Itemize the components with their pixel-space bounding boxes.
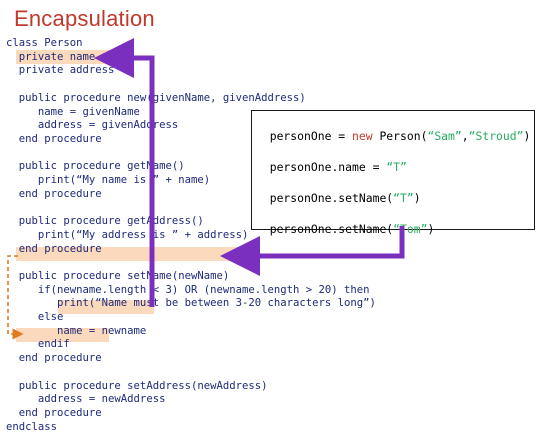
code-line: if(newname.length < 3) OR (newname.lengt…: [6, 283, 370, 296]
example-line-setname-t: personOne.setName(“T”): [269, 191, 421, 205]
example-line-direct-assign: personOne.name = “T”: [269, 160, 407, 174]
purple-arrow-to-private-name: [220, 226, 405, 276]
code-line: public procedure getName(): [6, 160, 185, 173]
code-line: endif: [6, 338, 70, 351]
code-line: end procedure: [6, 242, 102, 255]
code-line: end procedure: [6, 406, 102, 419]
highlight-private-name: [16, 50, 109, 64]
code-line: print(“Name must be between 3-20 charact…: [6, 297, 376, 310]
code-line: else: [6, 311, 64, 323]
code-line: end procedure: [6, 352, 102, 365]
code-line: end procedure: [6, 132, 102, 145]
code-line: name = givenName: [6, 105, 140, 118]
example-usage-box: [251, 110, 535, 230]
highlight-end-procedure: [16, 328, 109, 342]
code-line: name = newname: [6, 324, 147, 337]
arrow-overlay: [7, 38, 405, 340]
highlight-name-assignment: [58, 300, 154, 314]
code-line: public procedure getAddress(): [6, 215, 204, 228]
highlight-setname-header: [16, 247, 240, 261]
slide-title: Encapsulation: [14, 6, 155, 31]
code-line: address = newAddress: [6, 393, 166, 406]
code-line: endclass: [6, 420, 58, 433]
code-line: class Person: [6, 37, 83, 49]
code-line: end procedure: [6, 187, 102, 200]
dashed-orange-bracket: [7, 255, 24, 340]
purple-arrow-name-update: [94, 38, 155, 307]
code-line: address = givenAddress: [6, 119, 179, 132]
example-line-constructor: personOne = new Person(“Sam”,“Stroud”): [269, 129, 531, 143]
code-line: private name: [6, 50, 96, 63]
code-line: print(“My name is ” + name): [6, 174, 211, 186]
code-line: public procedure setAddress(newAddress): [6, 379, 268, 392]
